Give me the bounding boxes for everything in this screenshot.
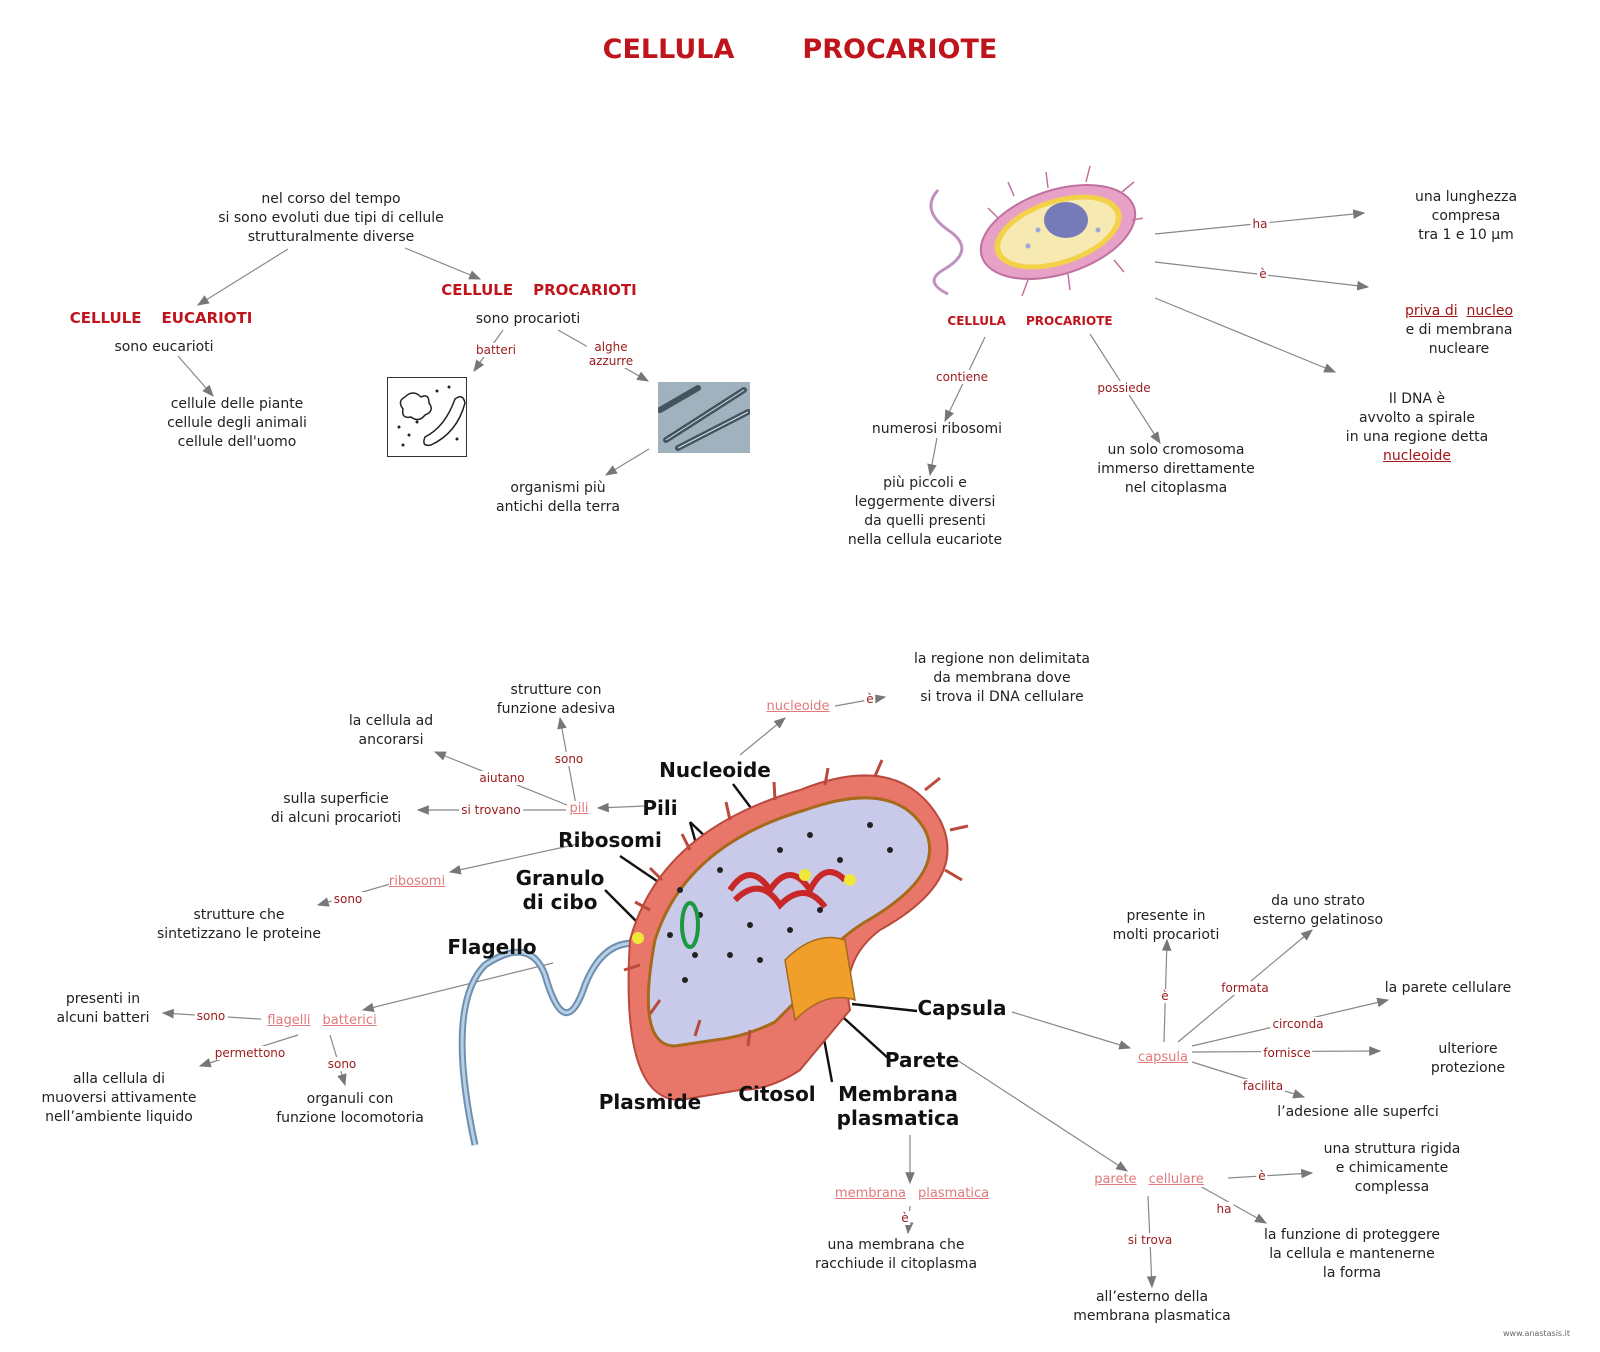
bacteria-sketch [387, 377, 467, 457]
ribosomes-text: numerosi ribosomi [871, 421, 1003, 437]
link-nucleoide[interactable]: nucleoide [1383, 448, 1451, 464]
oldest-organisms: organismi più antichi della terra [496, 480, 620, 515]
edge-label-fornisce: fornisce [1261, 1046, 1313, 1060]
edge-label-ha-parete: ha [1214, 1202, 1234, 1216]
label-nucleoide: Nucleoide [659, 758, 771, 782]
link-nucleo[interactable]: nucleo [1466, 303, 1514, 319]
term-capsula[interactable]: capsula [1138, 1050, 1188, 1065]
ribosomes-detail: più piccoli e leggermente diversi da que… [847, 475, 1003, 548]
label-plasmide: Plasmide [598, 1090, 702, 1114]
edge-label-ha: ha [1250, 217, 1270, 231]
term-pili[interactable]: pili [569, 801, 589, 816]
edge-label-sono-flagelli: sono [194, 1009, 228, 1023]
edge-label-possiede: possiede [1095, 381, 1153, 395]
edge-label-circonda: circonda [1270, 1017, 1326, 1031]
organuli-text: organuli con funzione locomotoria [276, 1091, 424, 1126]
rigid-structure-text: una struttura rigida e chimicamente comp… [1323, 1141, 1461, 1195]
edge-label-sono-pili: sono [552, 752, 586, 766]
edge-label-formata: formata [1219, 981, 1271, 995]
edge-label-permettono: permettono [212, 1046, 288, 1060]
edge-label-e-parete: è [1256, 1169, 1268, 1183]
label-parete: Parete [884, 1048, 960, 1072]
blue-algae-photo [658, 382, 750, 453]
edge-label-aiutano: aiutano [477, 771, 527, 785]
edge-label-si-trovano: si trovano [459, 803, 523, 817]
movement-text: alla cellula di muoversi attivamente nel… [41, 1071, 197, 1125]
intro-text: nel corso del tempo si sono evoluti due … [218, 191, 444, 245]
label-flagello: Flagello [447, 935, 537, 959]
edge-label-batteri: batteri [473, 343, 519, 357]
edge-label-facilita: facilita [1240, 1079, 1286, 1093]
many-prokaryotes-text: presente in molti procarioti [1112, 908, 1220, 943]
edge-label-sono-ribosomi: sono [331, 892, 365, 906]
length-text: una lunghezza compresa tra 1 e 10 µm [1414, 189, 1518, 243]
some-bacteria-text: presenti in alcuni batteri [56, 991, 150, 1026]
term-ribosomi[interactable]: ribosomi [388, 874, 446, 889]
term-nucleoide[interactable]: nucleoide [766, 699, 830, 714]
outside-membrane-text: all’esterno della membrana plasmatica [1073, 1289, 1231, 1324]
link-priva-di[interactable]: priva di [1404, 303, 1458, 319]
label-granulo: Granulo di cibo [515, 866, 605, 914]
nucleoide-definition: la regione non delimitata da membrana do… [914, 651, 1090, 705]
edge-label-e: è [1257, 267, 1269, 281]
footer-credit[interactable]: www.anastasis.it [1503, 1329, 1570, 1338]
edge-label-e-nucleoide: è [864, 692, 876, 706]
edge-label-si-trova: si trova [1125, 1233, 1175, 1247]
edge-label-alghe: alghe azzurre [586, 340, 636, 368]
adhesive-structures: strutture con funzione adesiva [496, 682, 616, 717]
protection-text: ulteriore protezione [1430, 1041, 1506, 1076]
eukaryote-examples: cellule delle piante cellule degli anima… [167, 396, 307, 450]
anchor-text: la cellula ad ancorarsi [348, 713, 434, 748]
prokaryote-cell-illustration [929, 165, 1143, 297]
membrane-definition: una membrana che racchiude il citoplasma [814, 1237, 978, 1272]
dna-text: Il DNA è avvolto a spirale in una region… [1345, 391, 1489, 464]
chromosome-text: un solo cromosoma immerso direttamente n… [1097, 442, 1255, 496]
adhesion-text: l’adesione alle superfci [1277, 1104, 1439, 1120]
edge-label-e-capsula: è [1159, 989, 1171, 1003]
edge-label-sono-organuli: sono [325, 1057, 359, 1071]
cell-wall-text: la parete cellulare [1384, 980, 1512, 996]
edge-label-contiene: contiene [934, 370, 990, 384]
label-ribosomi: Ribosomi [558, 828, 662, 852]
edge-label-e-membrana: è [899, 1211, 911, 1225]
label-membrana: Membrana plasmatica [836, 1082, 960, 1130]
bacterium-cross-section [458, 759, 969, 1146]
protect-function-text: la funzione di proteggere la cellula e m… [1263, 1227, 1441, 1281]
surface-text: sulla superficie di alcuni procarioti [270, 791, 402, 826]
protein-text: strutture che sintetizzano le proteine [156, 907, 322, 942]
label-pili: Pili [642, 796, 678, 820]
gel-layer-text: da uno strato esterno gelatinoso [1252, 893, 1384, 928]
label-capsula: Capsula [917, 996, 1007, 1020]
eukaryote-subtitle: sono eucarioti [114, 339, 214, 355]
prokaryote-subtitle: sono procarioti [475, 311, 581, 327]
label-citosol: Citosol [738, 1082, 816, 1106]
